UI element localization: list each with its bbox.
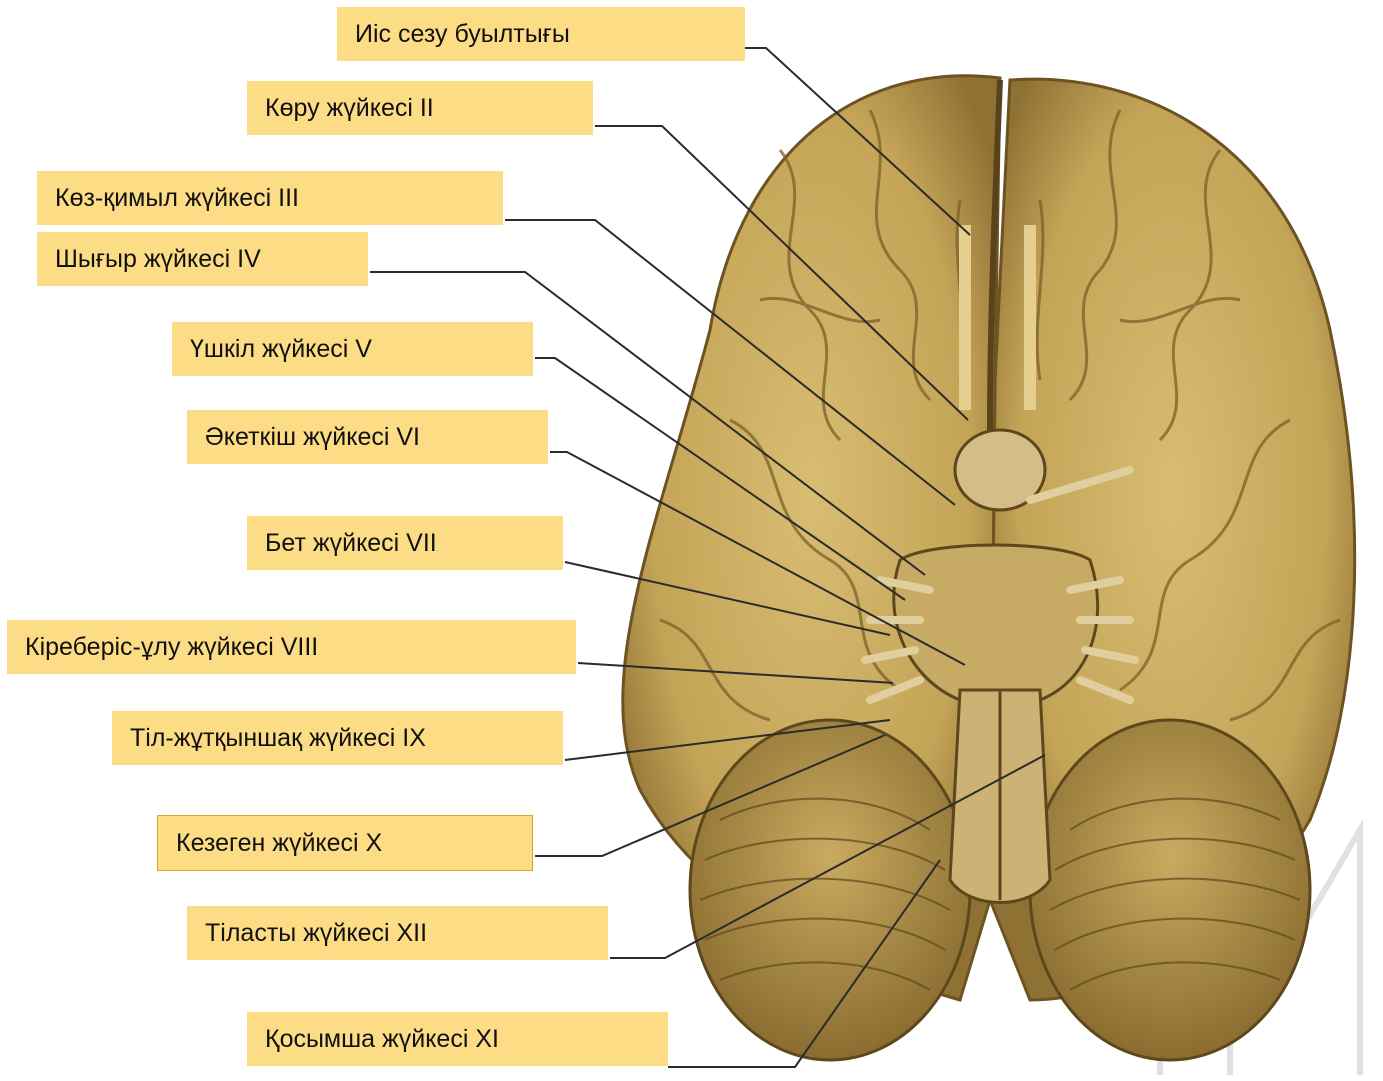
label-oculomotor-nerve: Көз-қимыл жүйкесі III bbox=[37, 171, 503, 225]
label-optic-nerve: Көру жүйкесі II bbox=[247, 81, 593, 135]
label-trochlear-nerve: Шығыр жүйкесі IV bbox=[37, 232, 368, 286]
label-hypoglossal-nerve: Тіласты жүйкесі XII bbox=[187, 906, 608, 960]
label-glossopharyngeal-nerve: Тіл-жұтқыншақ жүйкесі IX bbox=[112, 711, 563, 765]
label-abducens-nerve: Әкеткіш жүйкесі VI bbox=[187, 410, 548, 464]
label-vagus-nerve: Кезеген жүйкесі X bbox=[157, 815, 533, 871]
label-facial-nerve: Бет жүйкесі VII bbox=[247, 516, 563, 570]
label-accessory-nerve: Қосымша жүйкесі XI bbox=[247, 1012, 668, 1066]
label-trigeminal-nerve: Үшкіл жүйкесі V bbox=[172, 322, 533, 376]
label-olfactory-bulb: Иіс сезу буылтығы bbox=[337, 7, 745, 61]
label-vestibulocochlear-nerve: Кіреберіс-ұлу жүйкесі VIII bbox=[7, 620, 576, 674]
